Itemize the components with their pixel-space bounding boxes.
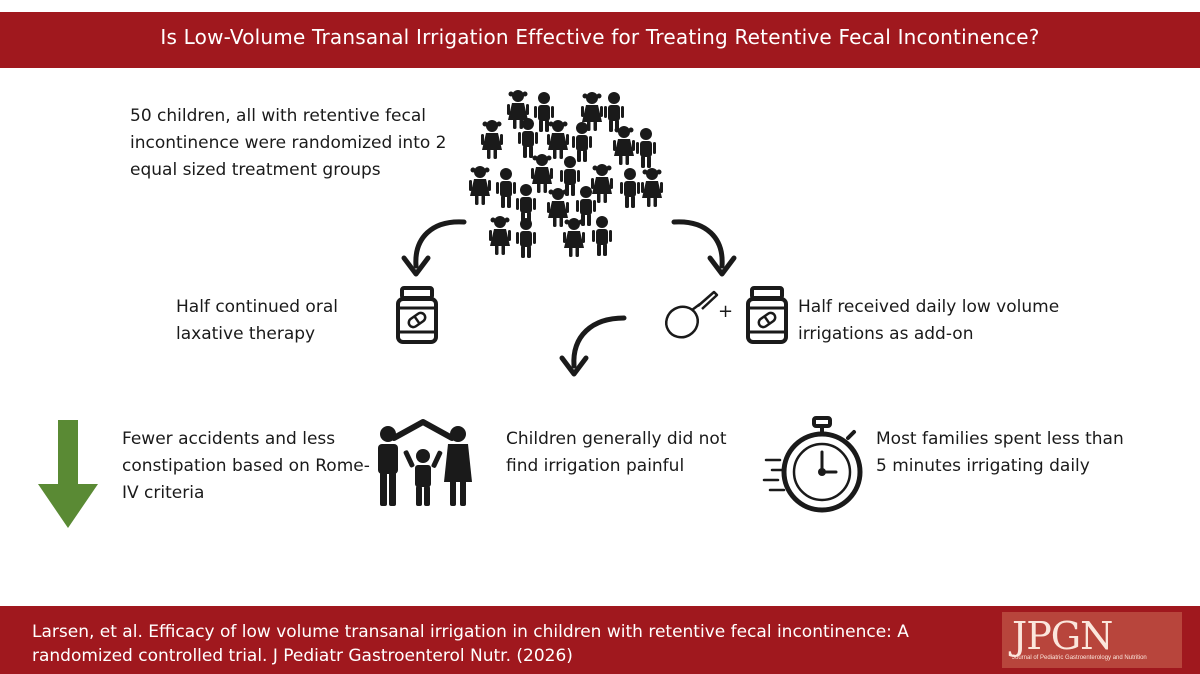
- intervention-group-text: Half received daily low volume irrigatio…: [798, 297, 1060, 344]
- medicine-bottle-icon: [396, 286, 438, 344]
- green-down-arrow-icon: [38, 420, 98, 528]
- curved-arrow-icon: [671, 219, 737, 277]
- logo-wordmark: JPGN: [1012, 614, 1113, 658]
- journal-logo: JPGN Journal of Pediatric Gastroenterolo…: [1002, 612, 1182, 668]
- page-title: Is Low-Volume Transanal Irrigation Effec…: [160, 25, 1040, 49]
- intro-text: 50 children, all with retentive fecal in…: [130, 106, 447, 180]
- curved-arrow-icon: [559, 315, 627, 377]
- result-time-text: Most families spent less than 5 minutes …: [876, 429, 1124, 476]
- control-group-text: Half continued oral laxative therapy: [176, 297, 338, 344]
- logo-subtitle: Journal of Pediatric Gastroenterology an…: [1012, 655, 1147, 661]
- header-banner: Is Low-Volume Transanal Irrigation Effec…: [0, 12, 1200, 68]
- result-accidents-text: Fewer accidents and less constipation ba…: [122, 429, 370, 503]
- curved-arrow-icon: [401, 219, 467, 277]
- plus-sign: +: [718, 301, 734, 322]
- family-icon: [378, 419, 472, 506]
- enema-bulb-icon: [664, 290, 719, 339]
- children-crowd-icon: [469, 90, 663, 258]
- footer-banner: Larsen, et al. Efficacy of low volume tr…: [0, 606, 1200, 674]
- citation-text: Larsen, et al. Efficacy of low volume tr…: [32, 622, 909, 666]
- medicine-bottle-icon: [746, 286, 788, 344]
- result-pain-text: Children generally did not find irrigati…: [506, 429, 727, 476]
- stopwatch-icon: [762, 416, 863, 513]
